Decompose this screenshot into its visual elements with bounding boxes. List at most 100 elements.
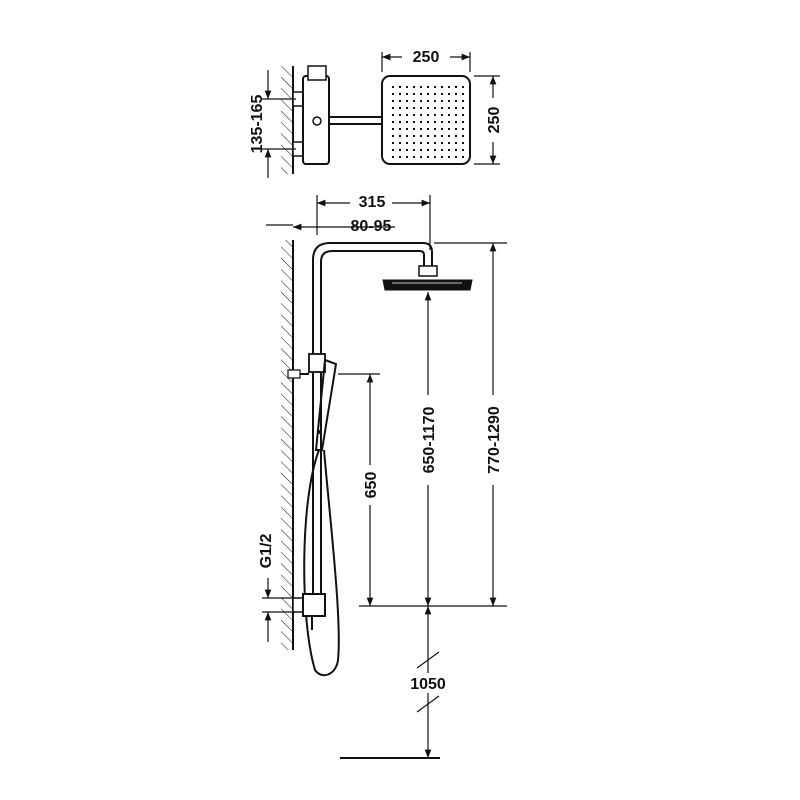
- dim-head-height: 770-1290: [486, 406, 503, 474]
- nozzle-dot: [392, 86, 394, 88]
- nozzle-dot: [392, 128, 394, 130]
- nozzle-dot: [392, 121, 394, 123]
- nozzle-dot: [399, 93, 401, 95]
- nozzle-dot: [392, 142, 394, 144]
- nozzle-dot: [448, 142, 450, 144]
- nozzle-dot: [441, 86, 443, 88]
- nozzle-grid: [392, 86, 464, 158]
- top-view: 250 250 135-165: [249, 46, 503, 178]
- nozzle-dot: [399, 86, 401, 88]
- nozzle-dot: [427, 156, 429, 158]
- nozzle-dot: [420, 135, 422, 137]
- nozzle-dot: [462, 100, 464, 102]
- nozzle-dot: [427, 121, 429, 123]
- nozzle-dot: [434, 149, 436, 151]
- nozzle-dot: [441, 107, 443, 109]
- nozzle-dot: [462, 135, 464, 137]
- nozzle-dot: [455, 114, 457, 116]
- dim-handshower-height: 650: [363, 472, 380, 499]
- nozzle-dot: [399, 135, 401, 137]
- dim-wall-offset: 80-95: [351, 218, 392, 235]
- nozzle-dot: [392, 156, 394, 158]
- nozzle-dot: [406, 86, 408, 88]
- nozzle-dot: [413, 93, 415, 95]
- nozzle-dot: [455, 142, 457, 144]
- bottom-mixer: [302, 593, 326, 617]
- nozzle-dot: [406, 128, 408, 130]
- nozzle-dot: [427, 149, 429, 151]
- upper-holder: [308, 353, 326, 373]
- nozzle-dot: [434, 156, 436, 158]
- nozzle-dot: [427, 135, 429, 137]
- nozzle-dot: [448, 128, 450, 130]
- nozzle-dot: [462, 128, 464, 130]
- nozzle-dot: [434, 128, 436, 130]
- nozzle-dot: [392, 107, 394, 109]
- nozzle-dot: [441, 142, 443, 144]
- nozzle-dot: [399, 100, 401, 102]
- nozzle-dot: [406, 107, 408, 109]
- nozzle-dot: [427, 128, 429, 130]
- nozzle-dot: [455, 135, 457, 137]
- nozzle-dot: [399, 142, 401, 144]
- nozzle-dot: [441, 135, 443, 137]
- nozzle-dot: [392, 114, 394, 116]
- nozzle-dot: [413, 121, 415, 123]
- nozzle-dot: [448, 93, 450, 95]
- dim-inlet-thread: G1/2: [258, 534, 275, 569]
- riser-pipe: [312, 242, 433, 600]
- nozzle-dot: [406, 156, 408, 158]
- dim-arm-reach: 315: [359, 194, 386, 211]
- nozzle-dot: [448, 149, 450, 151]
- nozzle-dot: [406, 135, 408, 137]
- hand-shower: [314, 358, 338, 451]
- nozzle-dot: [420, 121, 422, 123]
- nozzle-dot: [448, 114, 450, 116]
- nozzle-dot: [448, 121, 450, 123]
- nozzle-dot: [392, 100, 394, 102]
- nozzle-dot: [448, 156, 450, 158]
- nozzle-dot: [420, 114, 422, 116]
- nozzle-dot: [420, 142, 422, 144]
- nozzle-dot: [420, 107, 422, 109]
- nozzle-dot: [406, 100, 408, 102]
- nozzle-dot: [406, 121, 408, 123]
- nozzle-dot: [420, 86, 422, 88]
- nozzle-dot: [455, 107, 457, 109]
- nozzle-dot: [427, 93, 429, 95]
- nozzle-dot: [448, 100, 450, 102]
- nozzle-dot: [455, 156, 457, 158]
- nozzle-dot: [441, 114, 443, 116]
- nozzle-dot: [462, 114, 464, 116]
- nozzle-dot: [413, 128, 415, 130]
- nozzle-dot: [399, 107, 401, 109]
- nozzle-dot: [392, 135, 394, 137]
- nozzle-dot: [455, 128, 457, 130]
- nozzle-dot: [462, 86, 464, 88]
- nozzle-dot: [434, 86, 436, 88]
- nozzle-dot: [392, 149, 394, 151]
- nozzle-dot: [434, 114, 436, 116]
- nozzle-dot: [434, 107, 436, 109]
- nozzle-dot: [399, 156, 401, 158]
- dim-inlet-spacing: 135-165: [249, 95, 266, 154]
- nozzle-dot: [441, 100, 443, 102]
- nozzle-dot: [448, 107, 450, 109]
- nozzle-dot: [406, 93, 408, 95]
- nozzle-dot: [448, 86, 450, 88]
- wall-section-side: [281, 240, 293, 650]
- nozzle-dot: [434, 121, 436, 123]
- nozzle-dot: [406, 142, 408, 144]
- nozzle-dot: [413, 100, 415, 102]
- nozzle-dot: [441, 93, 443, 95]
- nozzle-dot: [441, 121, 443, 123]
- nozzle-dot: [462, 156, 464, 158]
- dim-head-depth: 250: [486, 107, 503, 134]
- nozzle-dot: [434, 93, 436, 95]
- nozzle-dot: [420, 149, 422, 151]
- nozzle-dot: [455, 86, 457, 88]
- rain-head-side: [382, 279, 473, 291]
- nozzle-dot: [441, 149, 443, 151]
- nozzle-dot: [413, 156, 415, 158]
